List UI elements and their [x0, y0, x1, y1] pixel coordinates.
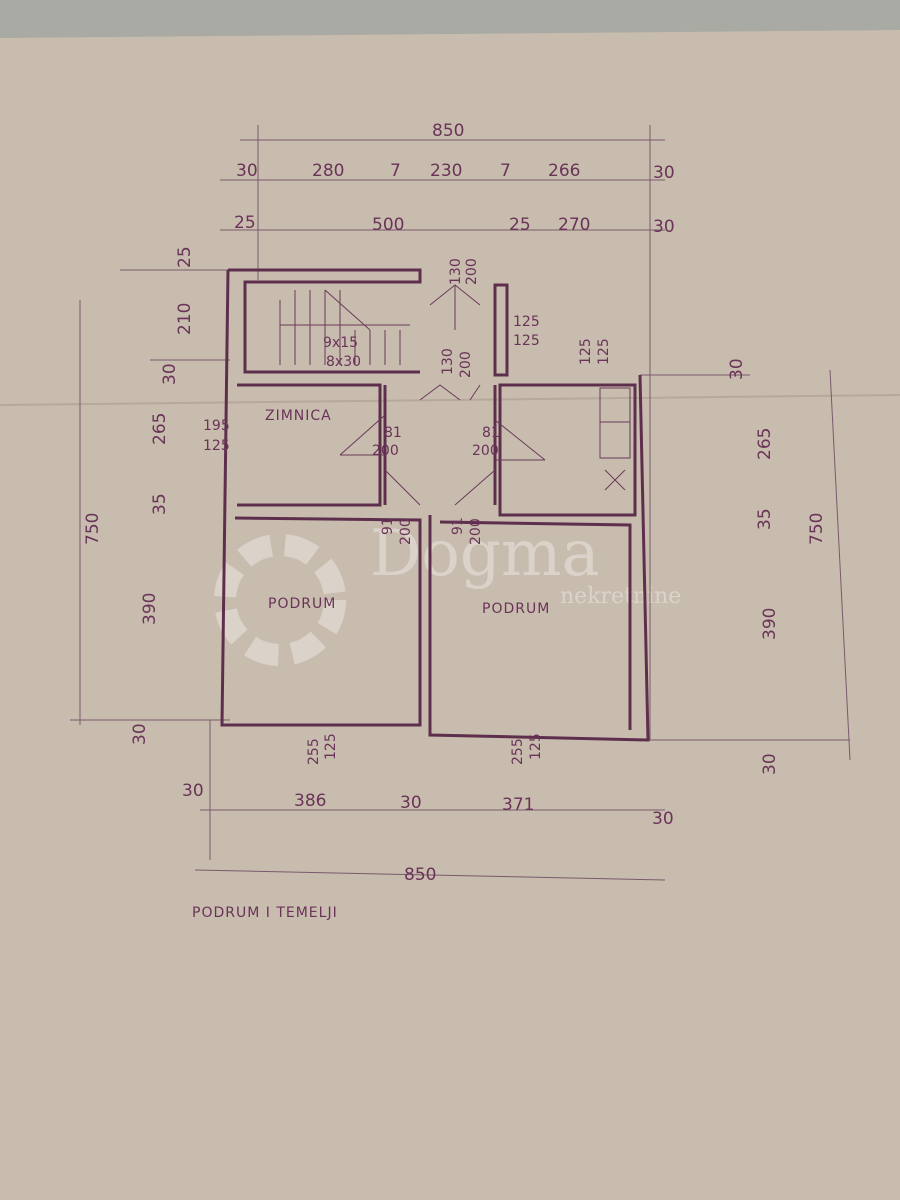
watermark-sub: nekretnine	[560, 584, 681, 609]
dim-text: 91	[380, 517, 396, 535]
paper-sheet	[0, 30, 900, 1200]
dim-text: 30	[653, 217, 675, 237]
dim-text: 200	[468, 518, 484, 545]
dim-text: 200	[472, 443, 499, 459]
dim-text: 265	[755, 428, 775, 460]
dim-text: 30	[727, 358, 747, 380]
dim-text: 130	[440, 348, 456, 375]
dim-text: 30	[653, 163, 675, 183]
dim-text: 265	[150, 413, 170, 445]
dim-text: 30	[130, 723, 150, 745]
dim-text: 30	[160, 363, 180, 385]
dim-text: 200	[464, 258, 480, 285]
dim-text: 125	[513, 314, 540, 330]
dim-text: 750	[807, 513, 827, 545]
dim-text: 30	[760, 753, 780, 775]
dim-text: 195	[203, 418, 230, 434]
dim-text: 500	[372, 215, 404, 235]
dim-text: 91	[450, 517, 466, 535]
dim-text: 200	[398, 518, 414, 545]
dim-text: 386	[294, 791, 326, 811]
room-label-podrum-left: PODRUM	[268, 596, 336, 612]
dim-text: 125	[578, 338, 594, 365]
room-label-podrum-right: PODRUM	[482, 601, 550, 617]
dims-left: 750 25 210 30 265 35 390 30	[83, 246, 195, 745]
dim-text: 255	[510, 738, 526, 765]
paper-fold	[0, 394, 900, 406]
watermark-logo	[214, 534, 346, 666]
plan-title: PODRUM I TEMELJI	[192, 905, 338, 921]
dim-text: 230	[430, 161, 462, 181]
dim-text: 125	[596, 338, 612, 365]
dim-text: 255	[306, 738, 322, 765]
dim-text: 371	[502, 795, 534, 815]
dim-text: 35	[755, 508, 775, 530]
dim-text: 7	[500, 161, 511, 181]
dim-text: 30	[182, 781, 204, 801]
dim-text: 130	[448, 258, 464, 285]
dim-text: 390	[140, 593, 160, 625]
walls	[220, 268, 650, 742]
dim-text: 30	[400, 793, 422, 813]
dim-text: 200	[458, 351, 474, 378]
dim-text: 25	[509, 215, 531, 235]
stairs-label-2: 8x30	[326, 354, 361, 370]
dim-text: 125	[323, 733, 339, 760]
dim-bottom-total: 850	[404, 865, 436, 885]
dim-text: 25	[175, 246, 195, 268]
dim-text: 35	[150, 493, 170, 515]
dim-top-total: 850	[432, 121, 464, 141]
dimension-lines	[70, 125, 851, 881]
dim-text: 81	[384, 425, 402, 441]
dim-text: 750	[83, 513, 103, 545]
dim-text: 125	[203, 438, 230, 454]
room-label-zimnica: ZIMNICA	[265, 408, 332, 424]
dim-text: 266	[548, 161, 580, 181]
dim-text: 270	[558, 215, 590, 235]
dim-text: 25	[234, 213, 256, 233]
watermark-brand: Dogma	[370, 517, 600, 591]
dim-text: 7	[390, 161, 401, 181]
opening-labels: 130 200 130 200 125 125 125 125 195 125 …	[203, 258, 612, 765]
dim-text: 81	[482, 425, 500, 441]
dim-text: 210	[175, 303, 195, 335]
staircase	[279, 289, 410, 365]
dim-text: 125	[528, 733, 544, 760]
dim-text: 125	[513, 333, 540, 349]
dim-text: 200	[372, 443, 399, 459]
dim-text: 280	[312, 161, 344, 181]
door-swings	[339, 284, 546, 506]
dim-text: 30	[652, 809, 674, 829]
dim-text: 390	[760, 608, 780, 640]
stairs-label-1: 9x15	[323, 335, 358, 351]
dim-text: 30	[236, 161, 258, 181]
dims-right: 30 265 35 390 30 750	[727, 358, 827, 775]
